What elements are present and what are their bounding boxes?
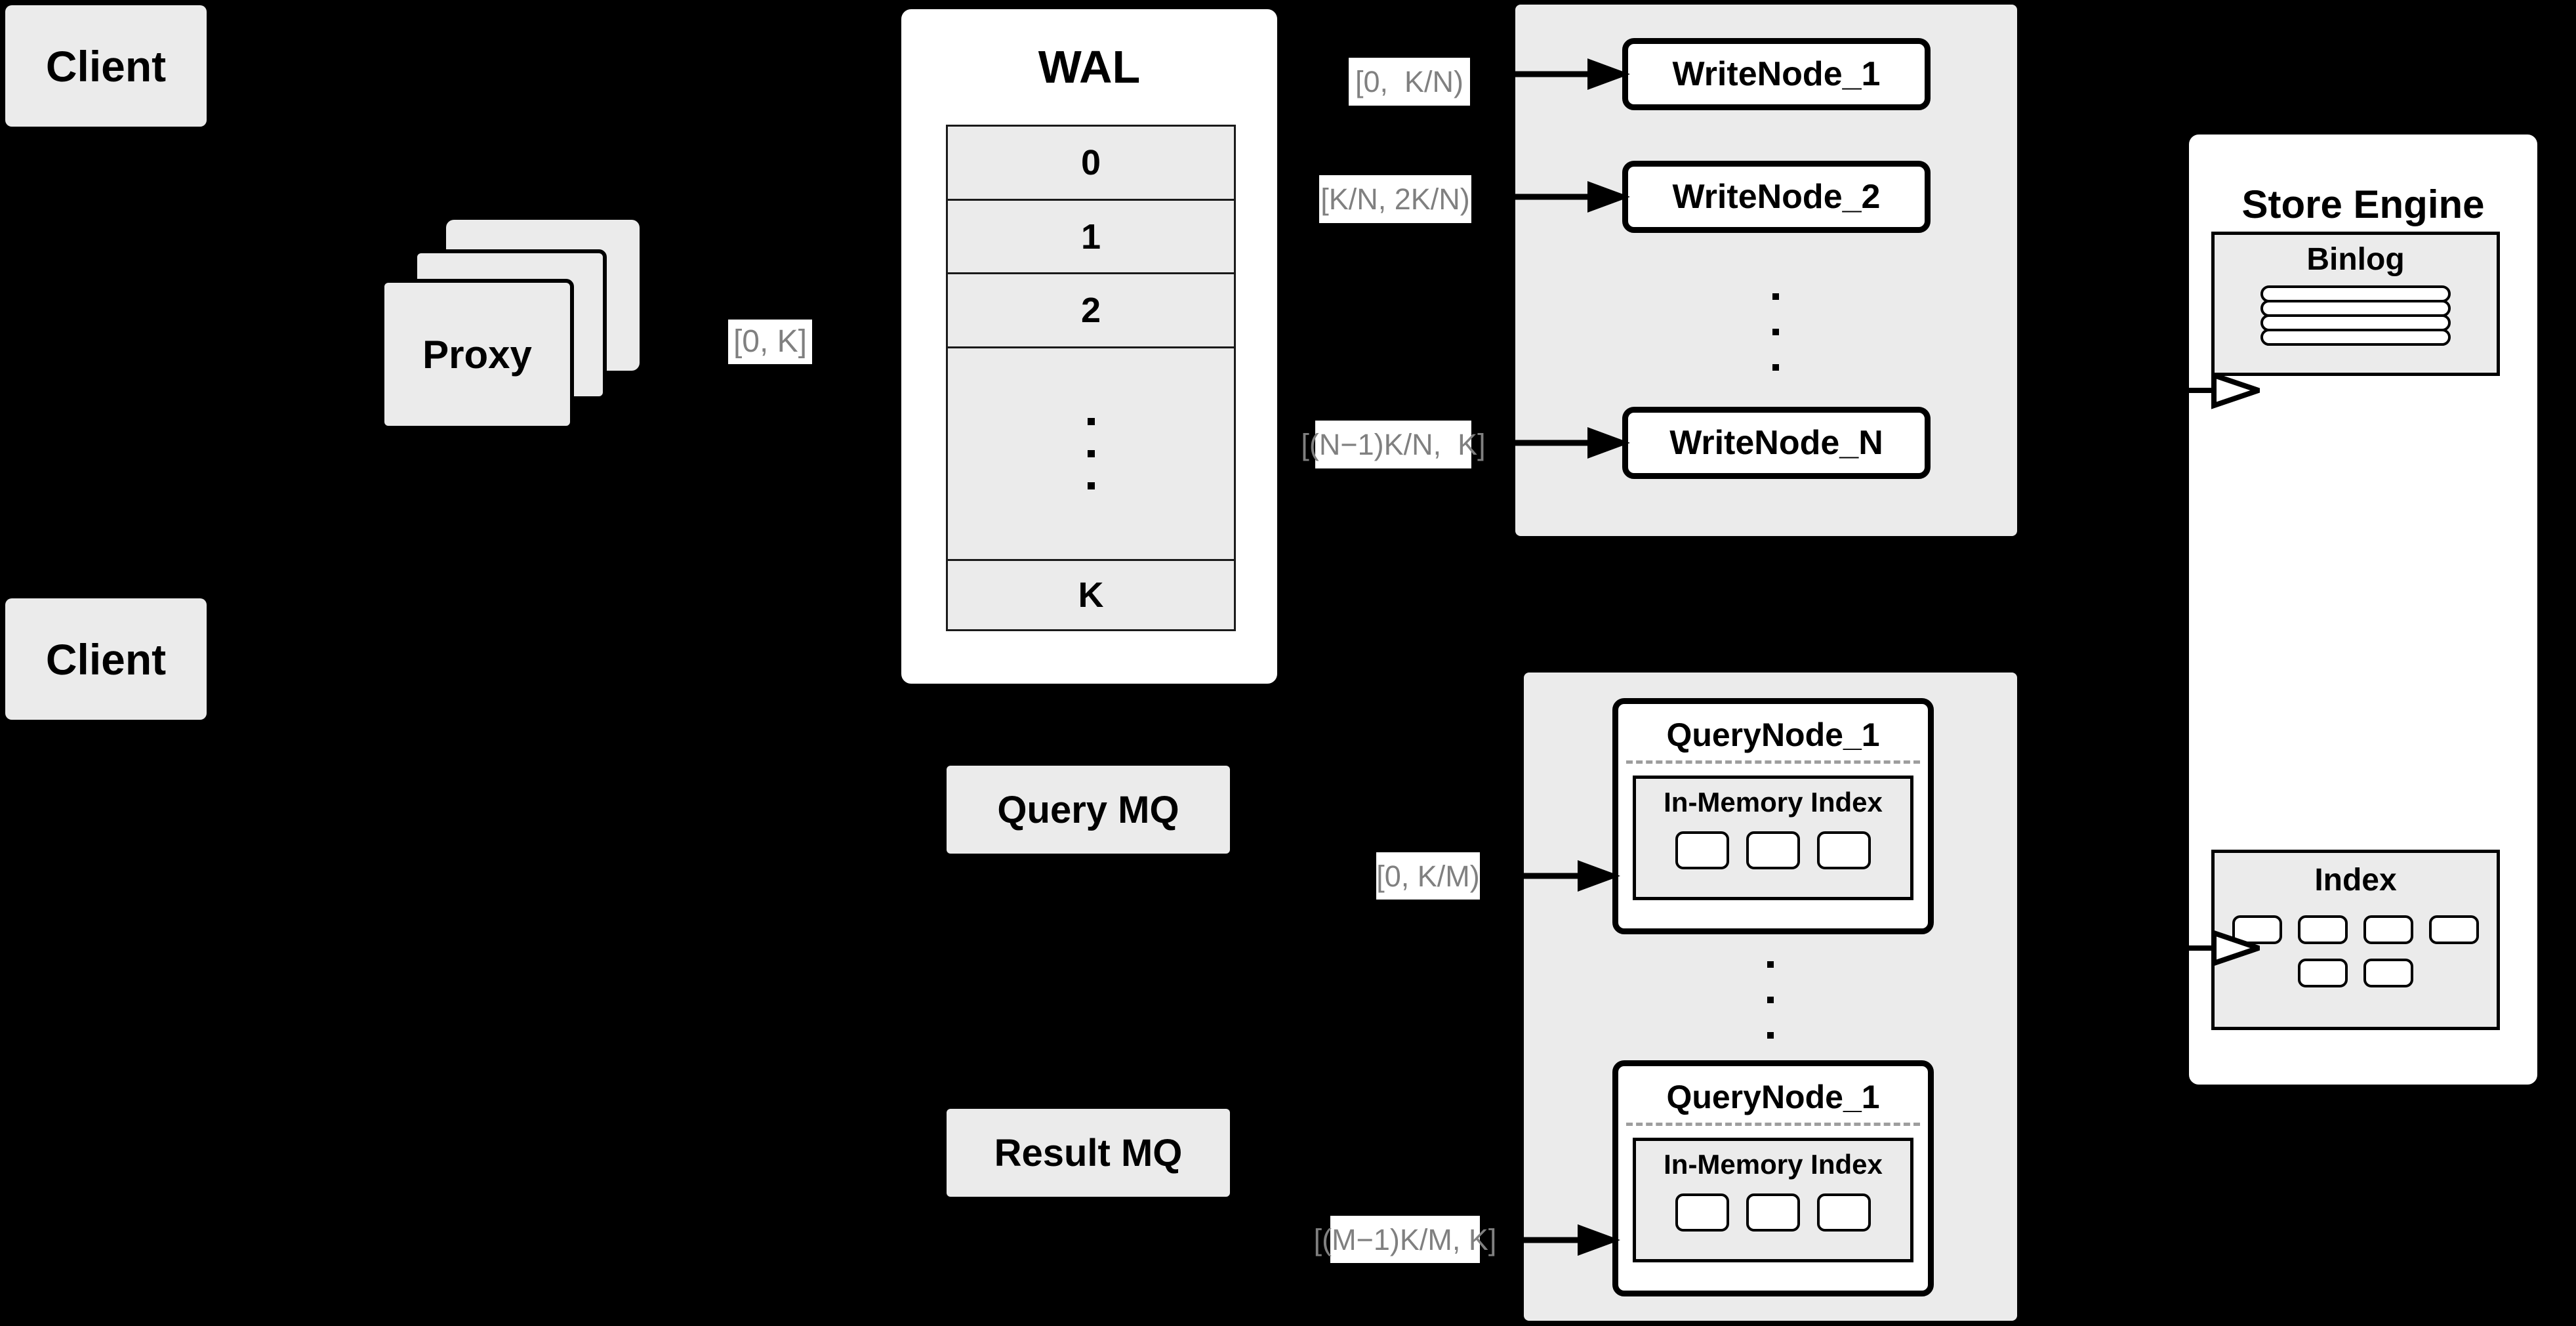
client-box-2[interactable]: Client [5, 598, 207, 720]
wal-vertical-ellipsis-icon [1087, 405, 1095, 502]
range-label-writenode-2: [K/N, 2K/N) [1319, 175, 1471, 223]
store-index-chip [2363, 915, 2413, 944]
client-label-1: Client [45, 41, 167, 91]
binlog-row [2260, 329, 2451, 346]
querynodes-to-index-arrow [2181, 929, 2260, 967]
range-label-proxy-to-wal: [0, K] [728, 320, 812, 364]
wal-row-1: 1 [948, 201, 1234, 275]
proxy-label: Proxy [422, 332, 532, 377]
wal-row-k: K [1078, 575, 1104, 615]
query-node-1-in-memory-index: In-Memory Index [1633, 776, 1913, 900]
wal-title: WAL [1038, 41, 1141, 93]
index-segment-chip [1746, 1193, 1800, 1232]
client-box-1[interactable]: Client [5, 5, 207, 127]
wal-row-ellipsis [948, 348, 1234, 562]
query-node-vertical-ellipsis-icon [1766, 947, 1775, 1053]
binlog-panel: Binlog [2211, 232, 2500, 376]
index-segment-chip [1675, 1193, 1729, 1232]
query-node-m-index-label: In-Memory Index [1664, 1149, 1883, 1180]
proxy-card-front[interactable]: Proxy [380, 279, 574, 430]
store-index-panel: Index [2211, 850, 2500, 1030]
write-node-n-box[interactable]: WriteNode_N [1622, 407, 1931, 479]
query-mq-label: Query MQ [997, 788, 1179, 831]
query-node-1-label: QueryNode_1 [1666, 716, 1880, 753]
store-index-chip [2298, 915, 2348, 944]
range-label-querynode-m: [(M−1)K/M, K] [1314, 1216, 1496, 1263]
index-segment-chip [1817, 831, 1871, 869]
query-node-1-box[interactable]: QueryNode_1 In-Memory Index [1612, 698, 1934, 934]
query-mq-box[interactable]: Query MQ [947, 766, 1230, 854]
writenodes-to-binlog-arrow [2181, 371, 2260, 409]
result-mq-box[interactable]: Result MQ [947, 1109, 1230, 1197]
write-node-1-label: WriteNode_1 [1672, 55, 1881, 93]
write-node-1-box[interactable]: WriteNode_1 [1622, 38, 1931, 110]
query-node-m-box[interactable]: QueryNode_1 In-Memory Index [1612, 1060, 1934, 1296]
write-node-n-label: WriteNode_N [1669, 424, 1883, 462]
store-engine-title: Store Engine [2241, 182, 2485, 226]
index-segment-chip [1746, 831, 1800, 869]
wal-row-0: 0 [948, 127, 1234, 201]
write-node-2-label: WriteNode_2 [1672, 178, 1881, 216]
store-index-chip [2429, 915, 2479, 944]
store-index-chip [2363, 959, 2413, 987]
range-label-writenode-n: [(N−1)K/N, K] [1301, 421, 1486, 468]
index-segment-chip [1817, 1193, 1871, 1232]
query-node-m-label: QueryNode_1 [1666, 1079, 1880, 1115]
query-node-1-divider [1626, 760, 1920, 764]
binlog-title: Binlog [2306, 242, 2405, 277]
write-node-2-box[interactable]: WriteNode_2 [1622, 161, 1931, 233]
client-label-2: Client [45, 634, 167, 684]
store-index-title: Index [2314, 863, 2397, 898]
wal-panel: WAL 0 1 2 K [897, 5, 1282, 688]
query-node-m-in-memory-index: In-Memory Index [1633, 1138, 1913, 1262]
write-node-vertical-ellipsis-icon [1771, 279, 1780, 385]
wal-row-2: 2 [948, 274, 1234, 349]
store-index-chip [2298, 959, 2348, 987]
range-label-querynode-1: [0, K/M) [1376, 852, 1480, 900]
index-segment-chip [1675, 831, 1729, 869]
wal-table: 0 1 2 K [946, 125, 1236, 631]
query-node-1-index-label: In-Memory Index [1664, 787, 1883, 818]
proxy-stack[interactable]: Proxy [377, 210, 672, 440]
query-node-m-divider [1626, 1123, 1920, 1126]
result-mq-label: Result MQ [994, 1131, 1183, 1174]
range-label-writenode-1: [0, K/N) [1349, 58, 1470, 106]
store-engine-panel: Store Engine Binlog Index [2184, 130, 2542, 1089]
